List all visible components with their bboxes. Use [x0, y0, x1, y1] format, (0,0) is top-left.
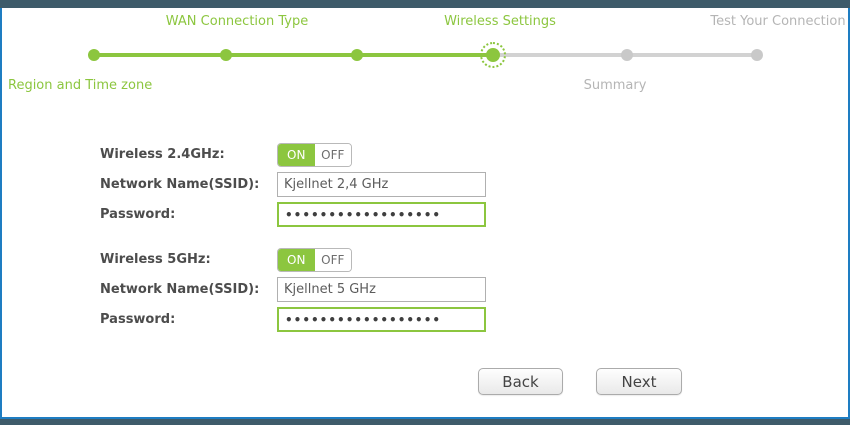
step-dot-2 — [220, 49, 232, 61]
wireless-5ghz-password-row: Password: — [100, 307, 486, 332]
active-dot-core — [486, 48, 500, 62]
wireless-5ghz-toggle[interactable]: ON OFF — [277, 247, 352, 272]
wireless-5ghz-toggle-row: Wireless 5GHz: ON OFF — [100, 247, 352, 272]
step-dot-4-active — [480, 42, 506, 68]
wireless-24ghz-password-row: Password: — [100, 202, 486, 227]
toggle-on-segment[interactable]: ON — [278, 248, 315, 271]
wireless-5ghz-label: Wireless 5GHz: — [100, 252, 211, 267]
step-dot-6 — [751, 49, 763, 61]
top-frame-bar — [0, 0, 850, 8]
ssid-24ghz-label: Network Name(SSID): — [100, 177, 260, 192]
wireless-5ghz-ssid-row: Network Name(SSID): — [100, 277, 486, 302]
toggle-on-segment[interactable]: ON — [278, 143, 315, 166]
wireless-24ghz-ssid-row: Network Name(SSID): — [100, 172, 486, 197]
step-dot-1 — [88, 49, 100, 61]
wireless-24ghz-toggle[interactable]: ON OFF — [277, 142, 352, 167]
progress-line-completed — [94, 53, 493, 57]
right-frame-border — [848, 8, 850, 419]
back-button[interactable]: Back — [478, 368, 563, 395]
bottom-frame-border — [0, 417, 850, 419]
step-label-wan-connection-type: WAN Connection Type — [165, 14, 309, 29]
step-label-wireless-settings: Wireless Settings — [444, 14, 556, 29]
step-label-region-and-time-zone: Region and Time zone — [8, 78, 153, 93]
wireless-24ghz-toggle-row: Wireless 2.4GHz: ON OFF — [100, 142, 352, 167]
ssid-24ghz-input[interactable] — [277, 172, 486, 197]
left-frame-border — [0, 8, 2, 419]
bottom-frame-bar — [0, 419, 850, 425]
ssid-5ghz-label: Network Name(SSID): — [100, 282, 260, 297]
password-24ghz-label: Password: — [100, 207, 176, 222]
toggle-off-segment[interactable]: OFF — [314, 143, 351, 166]
step-dot-3 — [351, 49, 363, 61]
ssid-5ghz-input[interactable] — [277, 277, 486, 302]
password-5ghz-label: Password: — [100, 312, 176, 327]
password-5ghz-input[interactable] — [277, 307, 486, 332]
next-button[interactable]: Next — [596, 368, 682, 395]
step-label-test-your-connection: Test Your Connection — [710, 14, 846, 29]
wireless-24ghz-label: Wireless 2.4GHz: — [100, 147, 225, 162]
password-24ghz-input[interactable] — [277, 202, 486, 227]
step-dot-5 — [621, 49, 633, 61]
step-label-summary: Summary — [583, 78, 647, 93]
toggle-off-segment[interactable]: OFF — [314, 248, 351, 271]
